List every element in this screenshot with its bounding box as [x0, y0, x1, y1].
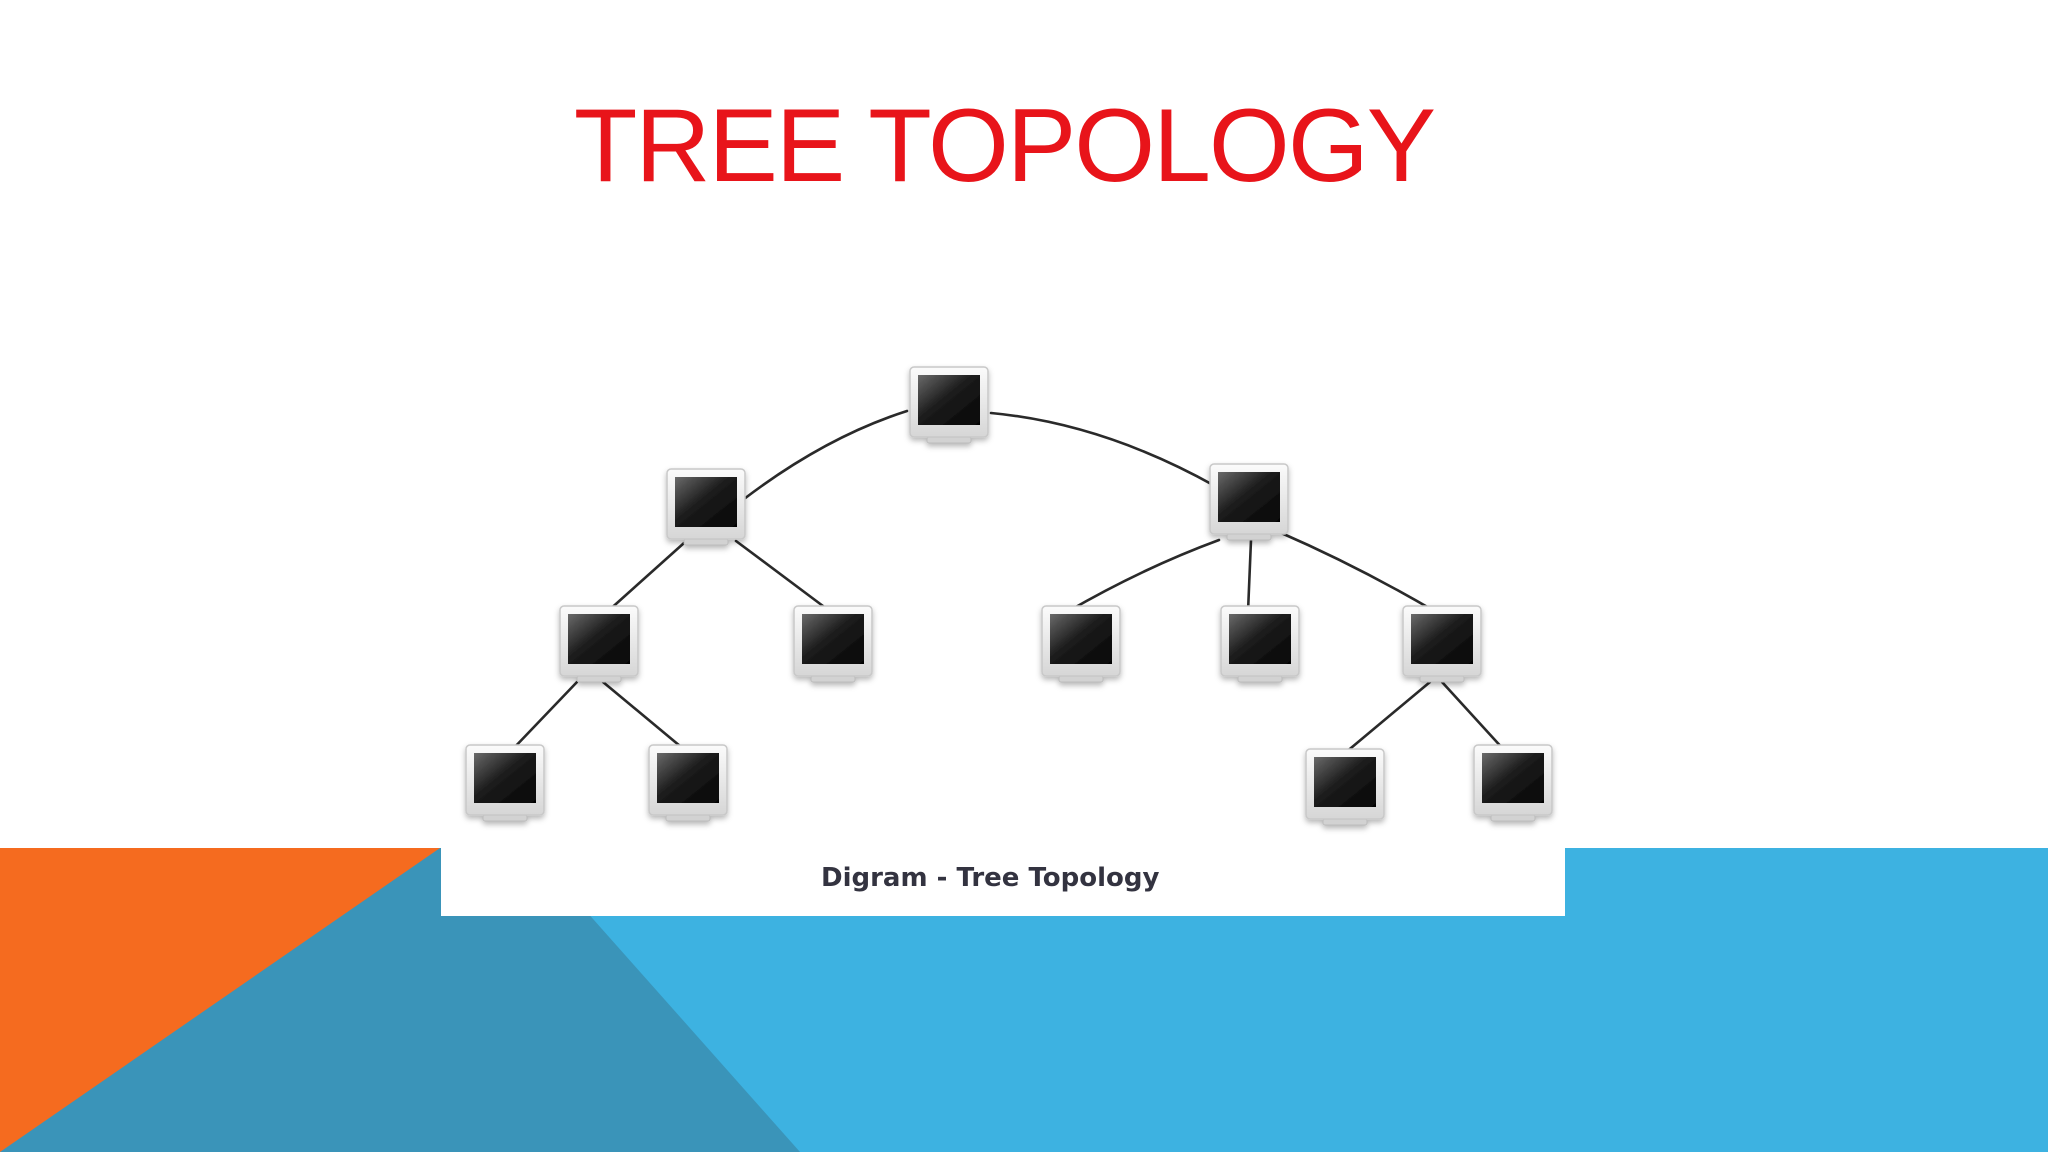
connection-links — [509, 409, 1507, 755]
computer-monitor-icon — [1220, 605, 1300, 683]
computer-monitor-icon — [559, 605, 639, 683]
link-l1-right-to-l2-e — [1277, 530, 1438, 614]
computer-monitor-icon — [1209, 463, 1289, 541]
computer-monitor-icon — [465, 744, 545, 822]
link-root-to-l1-left — [742, 409, 909, 501]
slide-title: TREE TOPOLOGY — [573, 88, 1436, 204]
computer-monitor-icon — [793, 605, 873, 683]
diagram-caption: Digram - Tree Topology — [821, 863, 1160, 893]
link-l1-left-to-l2-a — [605, 541, 686, 614]
link-root-to-l1-right — [989, 411, 1217, 488]
diagram-canvas — [465, 366, 1553, 826]
link-l1-left-to-l2-b — [734, 539, 833, 614]
link-l1-right-to-l2-c — [1065, 538, 1221, 614]
computer-monitor-icon — [1473, 744, 1553, 822]
computer-monitor-icon — [648, 744, 728, 822]
computer-monitor-icon — [1402, 605, 1482, 683]
orange-triangle — [0, 848, 440, 1152]
link-l2-e-to-l3-c — [1343, 680, 1432, 755]
link-l1-right-to-l2-d — [1246, 538, 1253, 614]
link-l2-e-to-l3-d — [1440, 680, 1507, 753]
computer-monitor-icon — [909, 366, 989, 444]
computer-monitor-icon — [1305, 748, 1385, 826]
computer-monitor-icon — [666, 468, 746, 546]
link-l2-a-to-l3-b — [601, 680, 688, 753]
computer-nodes — [465, 366, 1553, 826]
tree-topology-diagram: Digram - Tree Topology — [441, 345, 1565, 916]
computer-monitor-icon — [1041, 605, 1121, 683]
link-l2-a-to-l3-a — [509, 680, 579, 753]
